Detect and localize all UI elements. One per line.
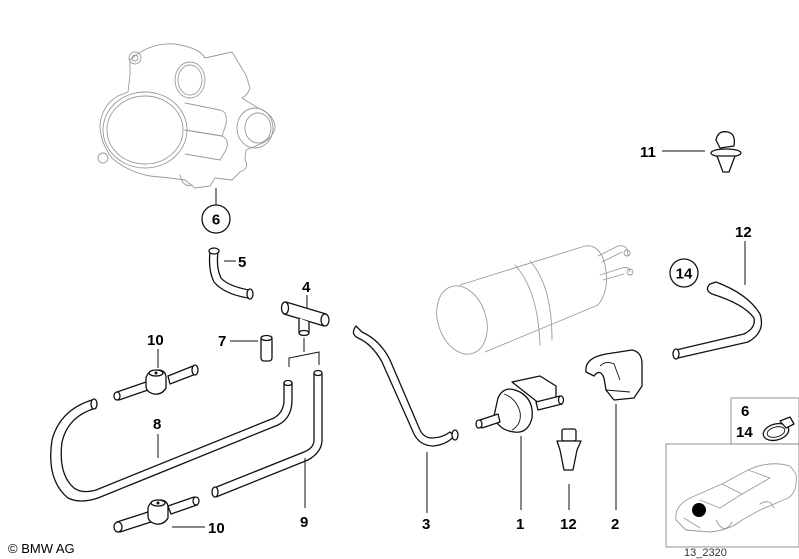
hose-3 [352, 325, 459, 447]
expanding-rivet-12 [710, 131, 742, 173]
hose-9 [211, 369, 323, 498]
callout-12[interactable]: 11 [640, 144, 656, 161]
leader-4-branch [288, 338, 320, 367]
callout-5[interactable]: 5 [238, 254, 246, 271]
callout-7[interactable]: 7 [218, 333, 226, 350]
callout-6[interactable]: 6 [201, 204, 231, 234]
throttle-housing-ghost [97, 43, 276, 189]
location-marker [692, 503, 706, 517]
callout-4[interactable]: 4 [302, 279, 311, 296]
sleeve-7 [260, 334, 273, 362]
inset-car-locator [665, 443, 799, 548]
inset-label-6: 6 [741, 403, 749, 420]
breather-valve-1 [475, 375, 565, 433]
t-connector-4 [280, 301, 330, 337]
callout-10-upper[interactable]: 10 [147, 332, 164, 349]
callout-8[interactable]: 8 [153, 416, 161, 433]
callout-9[interactable]: 9 [300, 514, 308, 531]
callout-10-lower[interactable]: 10 [208, 520, 225, 537]
check-valve-10-upper [113, 364, 199, 401]
callout-14-label: 14 [676, 266, 693, 283]
inset-label-14: 14 [736, 424, 753, 441]
callout-2[interactable]: 2 [611, 516, 619, 533]
hose-5 [208, 247, 254, 300]
hose-8 [50, 379, 293, 502]
car-outline-icon [675, 463, 797, 533]
inset-clamp: 6 14 [730, 397, 799, 445]
callout-1[interactable]: 1 [516, 516, 524, 533]
check-valve-10-lower [113, 496, 200, 533]
callout-3[interactable]: 3 [422, 516, 430, 533]
callout-11[interactable]: 12 [735, 224, 752, 241]
plug-connector-13 [556, 428, 582, 471]
holder-bracket-2 [585, 349, 643, 401]
hose-clamp-icon [762, 416, 795, 442]
copyright: © BMW AG [8, 541, 75, 556]
callout-14[interactable]: 14 [669, 258, 699, 288]
callout-13[interactable]: 12 [560, 516, 577, 533]
carbon-canister-ghost [436, 245, 634, 355]
hose-11 [672, 281, 763, 360]
diagram-code: 13_2320 [684, 547, 727, 559]
callout-6-label: 6 [212, 212, 220, 229]
